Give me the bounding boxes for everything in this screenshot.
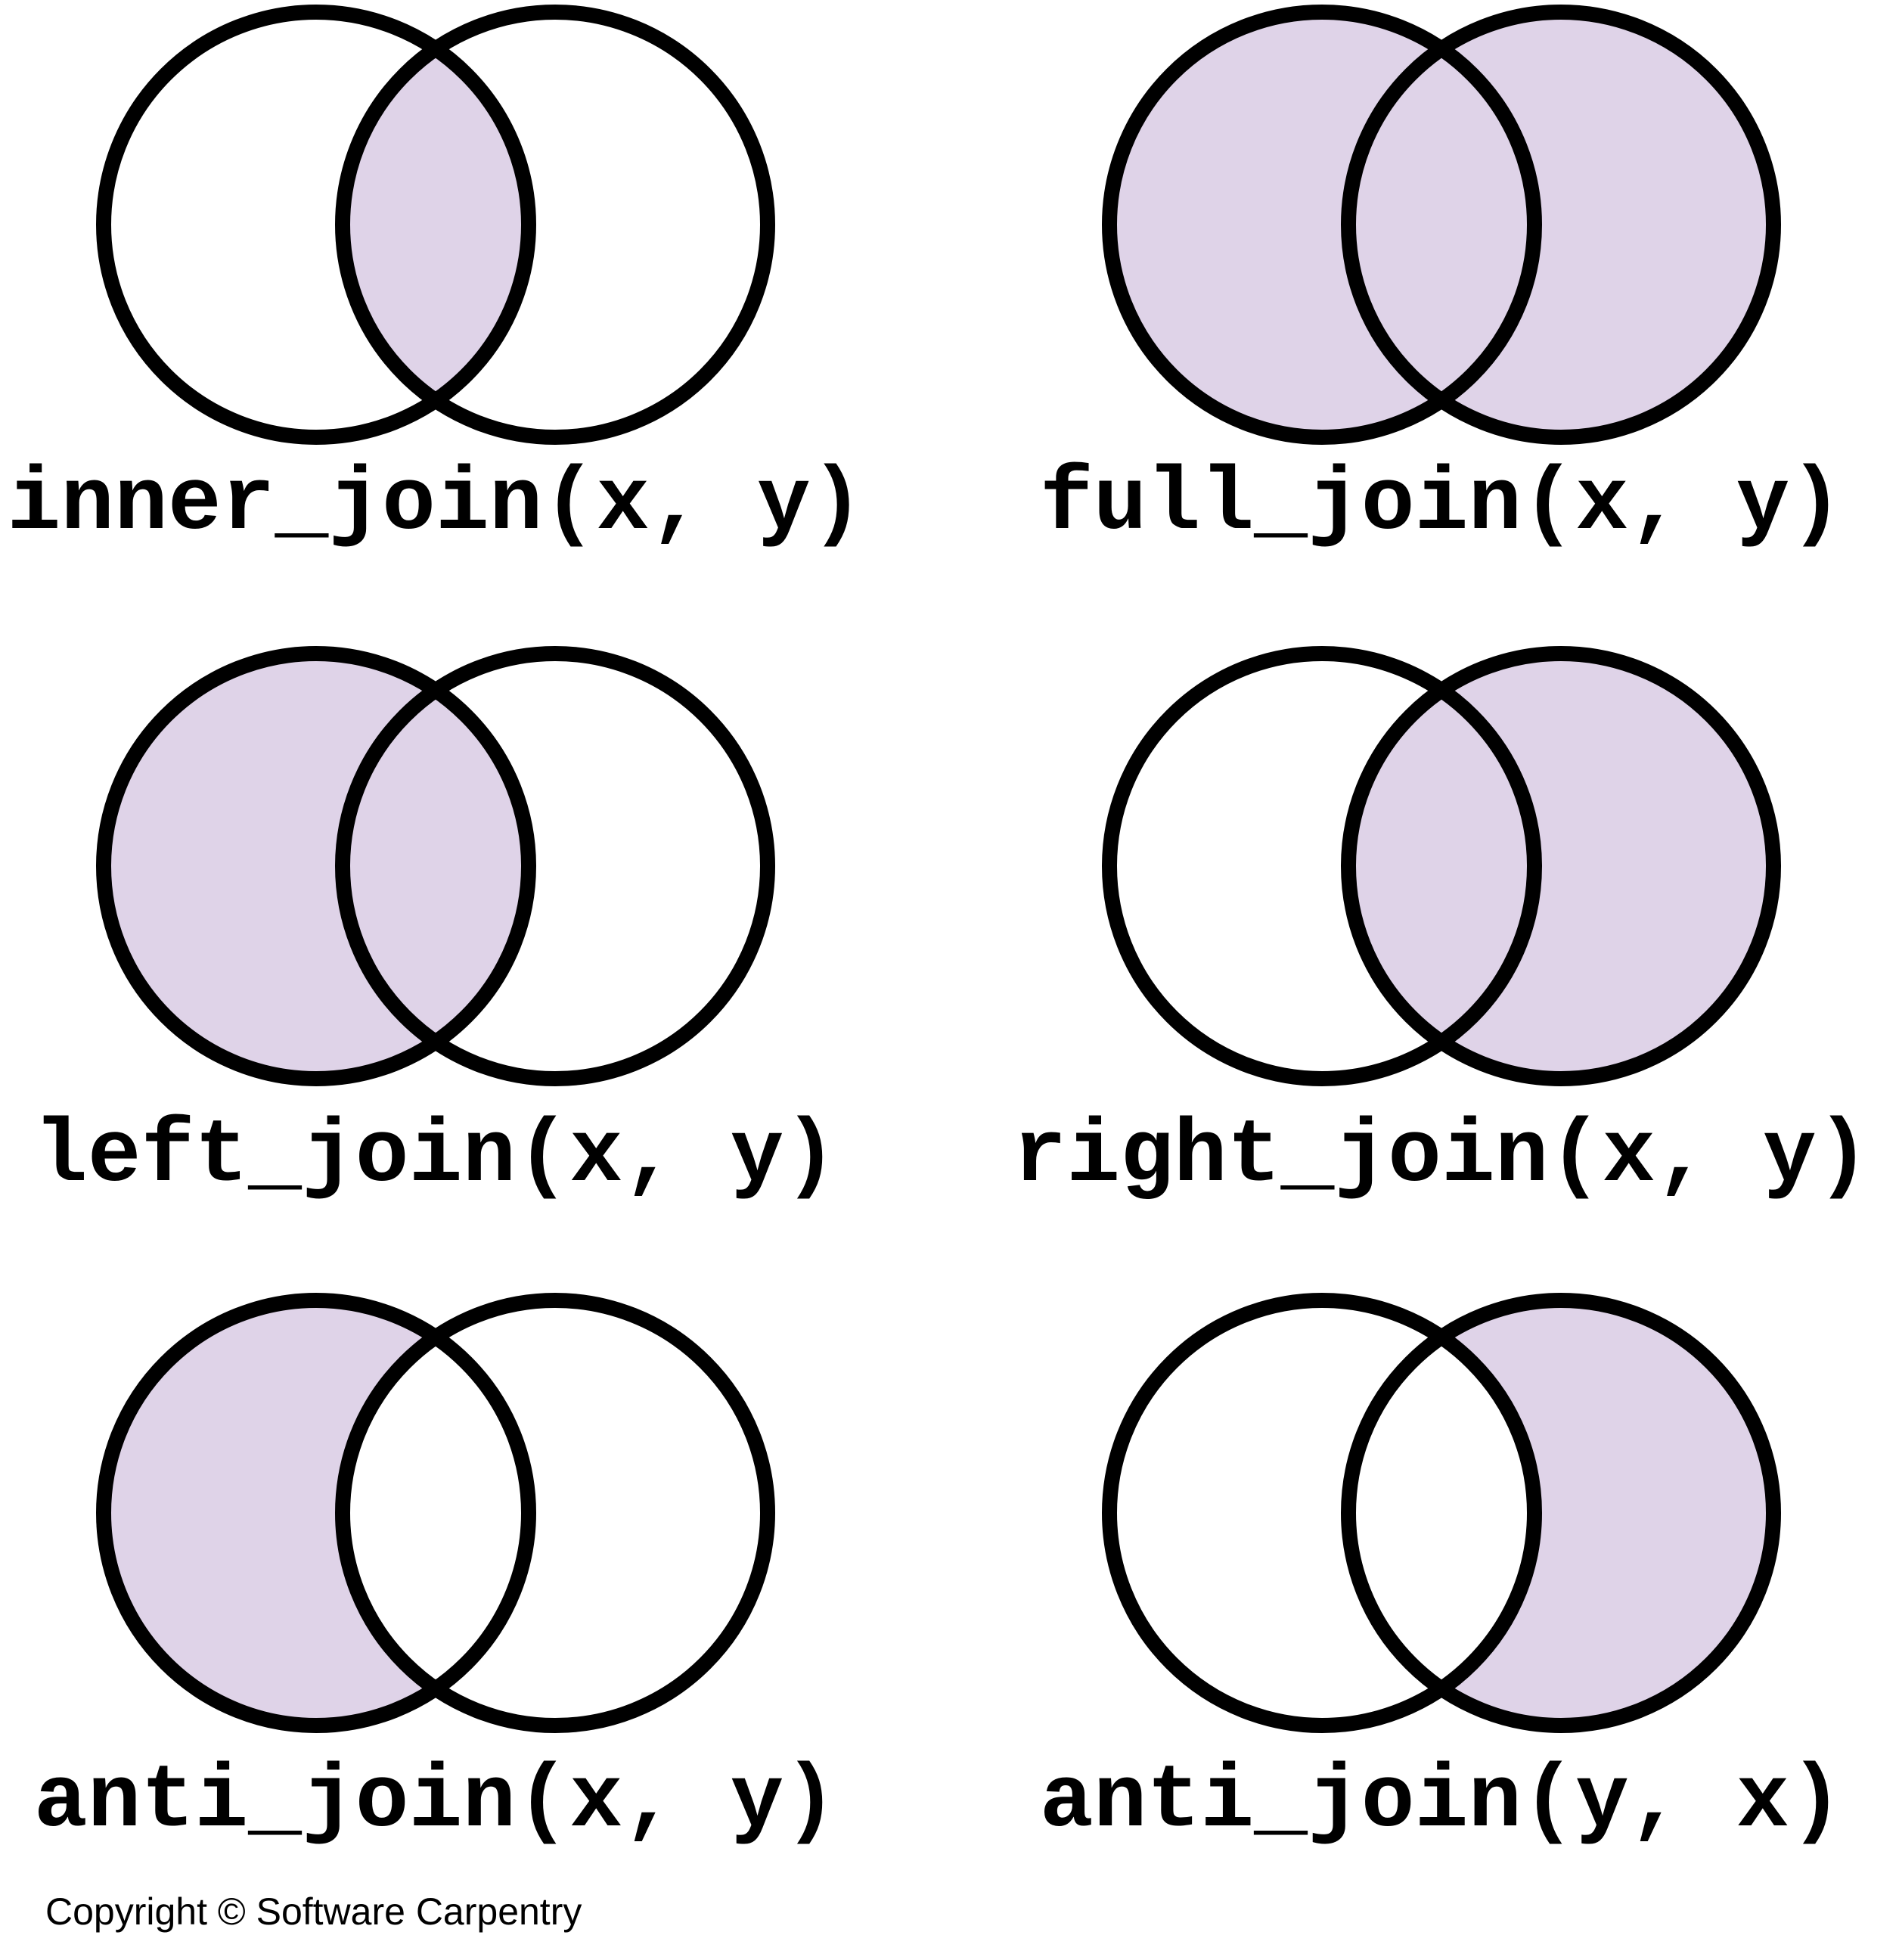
circle-y — [1341, 646, 1781, 1086]
circle-x — [96, 5, 536, 445]
circle-y — [335, 646, 775, 1086]
panel-right-join — [1102, 646, 1781, 1086]
circle-y — [1341, 5, 1781, 445]
circle-x — [1102, 646, 1542, 1086]
y-region — [1348, 12, 1773, 437]
circle-x — [96, 646, 536, 1086]
y-region — [1348, 654, 1773, 1079]
label-anti-join-xy: anti_join(x, y) — [34, 1752, 837, 1853]
panel-anti-join-xy — [96, 1293, 775, 1733]
circle-x — [1102, 1293, 1542, 1733]
copyright-notice: Copyright © Software Carpentry — [45, 1890, 582, 1933]
panel-left-join — [96, 646, 775, 1086]
label-right-join: right_join(x, y) — [1013, 1107, 1870, 1207]
label-full-join: full_join(x, y) — [1040, 455, 1843, 555]
label-anti-join-yx: anti_join(y, x) — [1040, 1752, 1843, 1853]
x-only-region — [104, 1300, 529, 1725]
panel-anti-join-yx — [1102, 1293, 1781, 1733]
label-inner-join: inner_join(x, y) — [8, 455, 864, 555]
x-region — [104, 654, 529, 1079]
panel-inner-join — [96, 5, 775, 445]
circle-x — [96, 1293, 536, 1733]
circle-y — [1341, 1293, 1781, 1733]
circle-y — [335, 5, 775, 445]
panel-full-join — [1102, 5, 1781, 445]
intersection-region — [343, 12, 529, 437]
circle-y — [335, 1293, 775, 1733]
label-left-join: left_join(x, y) — [34, 1107, 837, 1207]
y-only-region — [1348, 1300, 1773, 1725]
circle-x — [1102, 5, 1542, 445]
